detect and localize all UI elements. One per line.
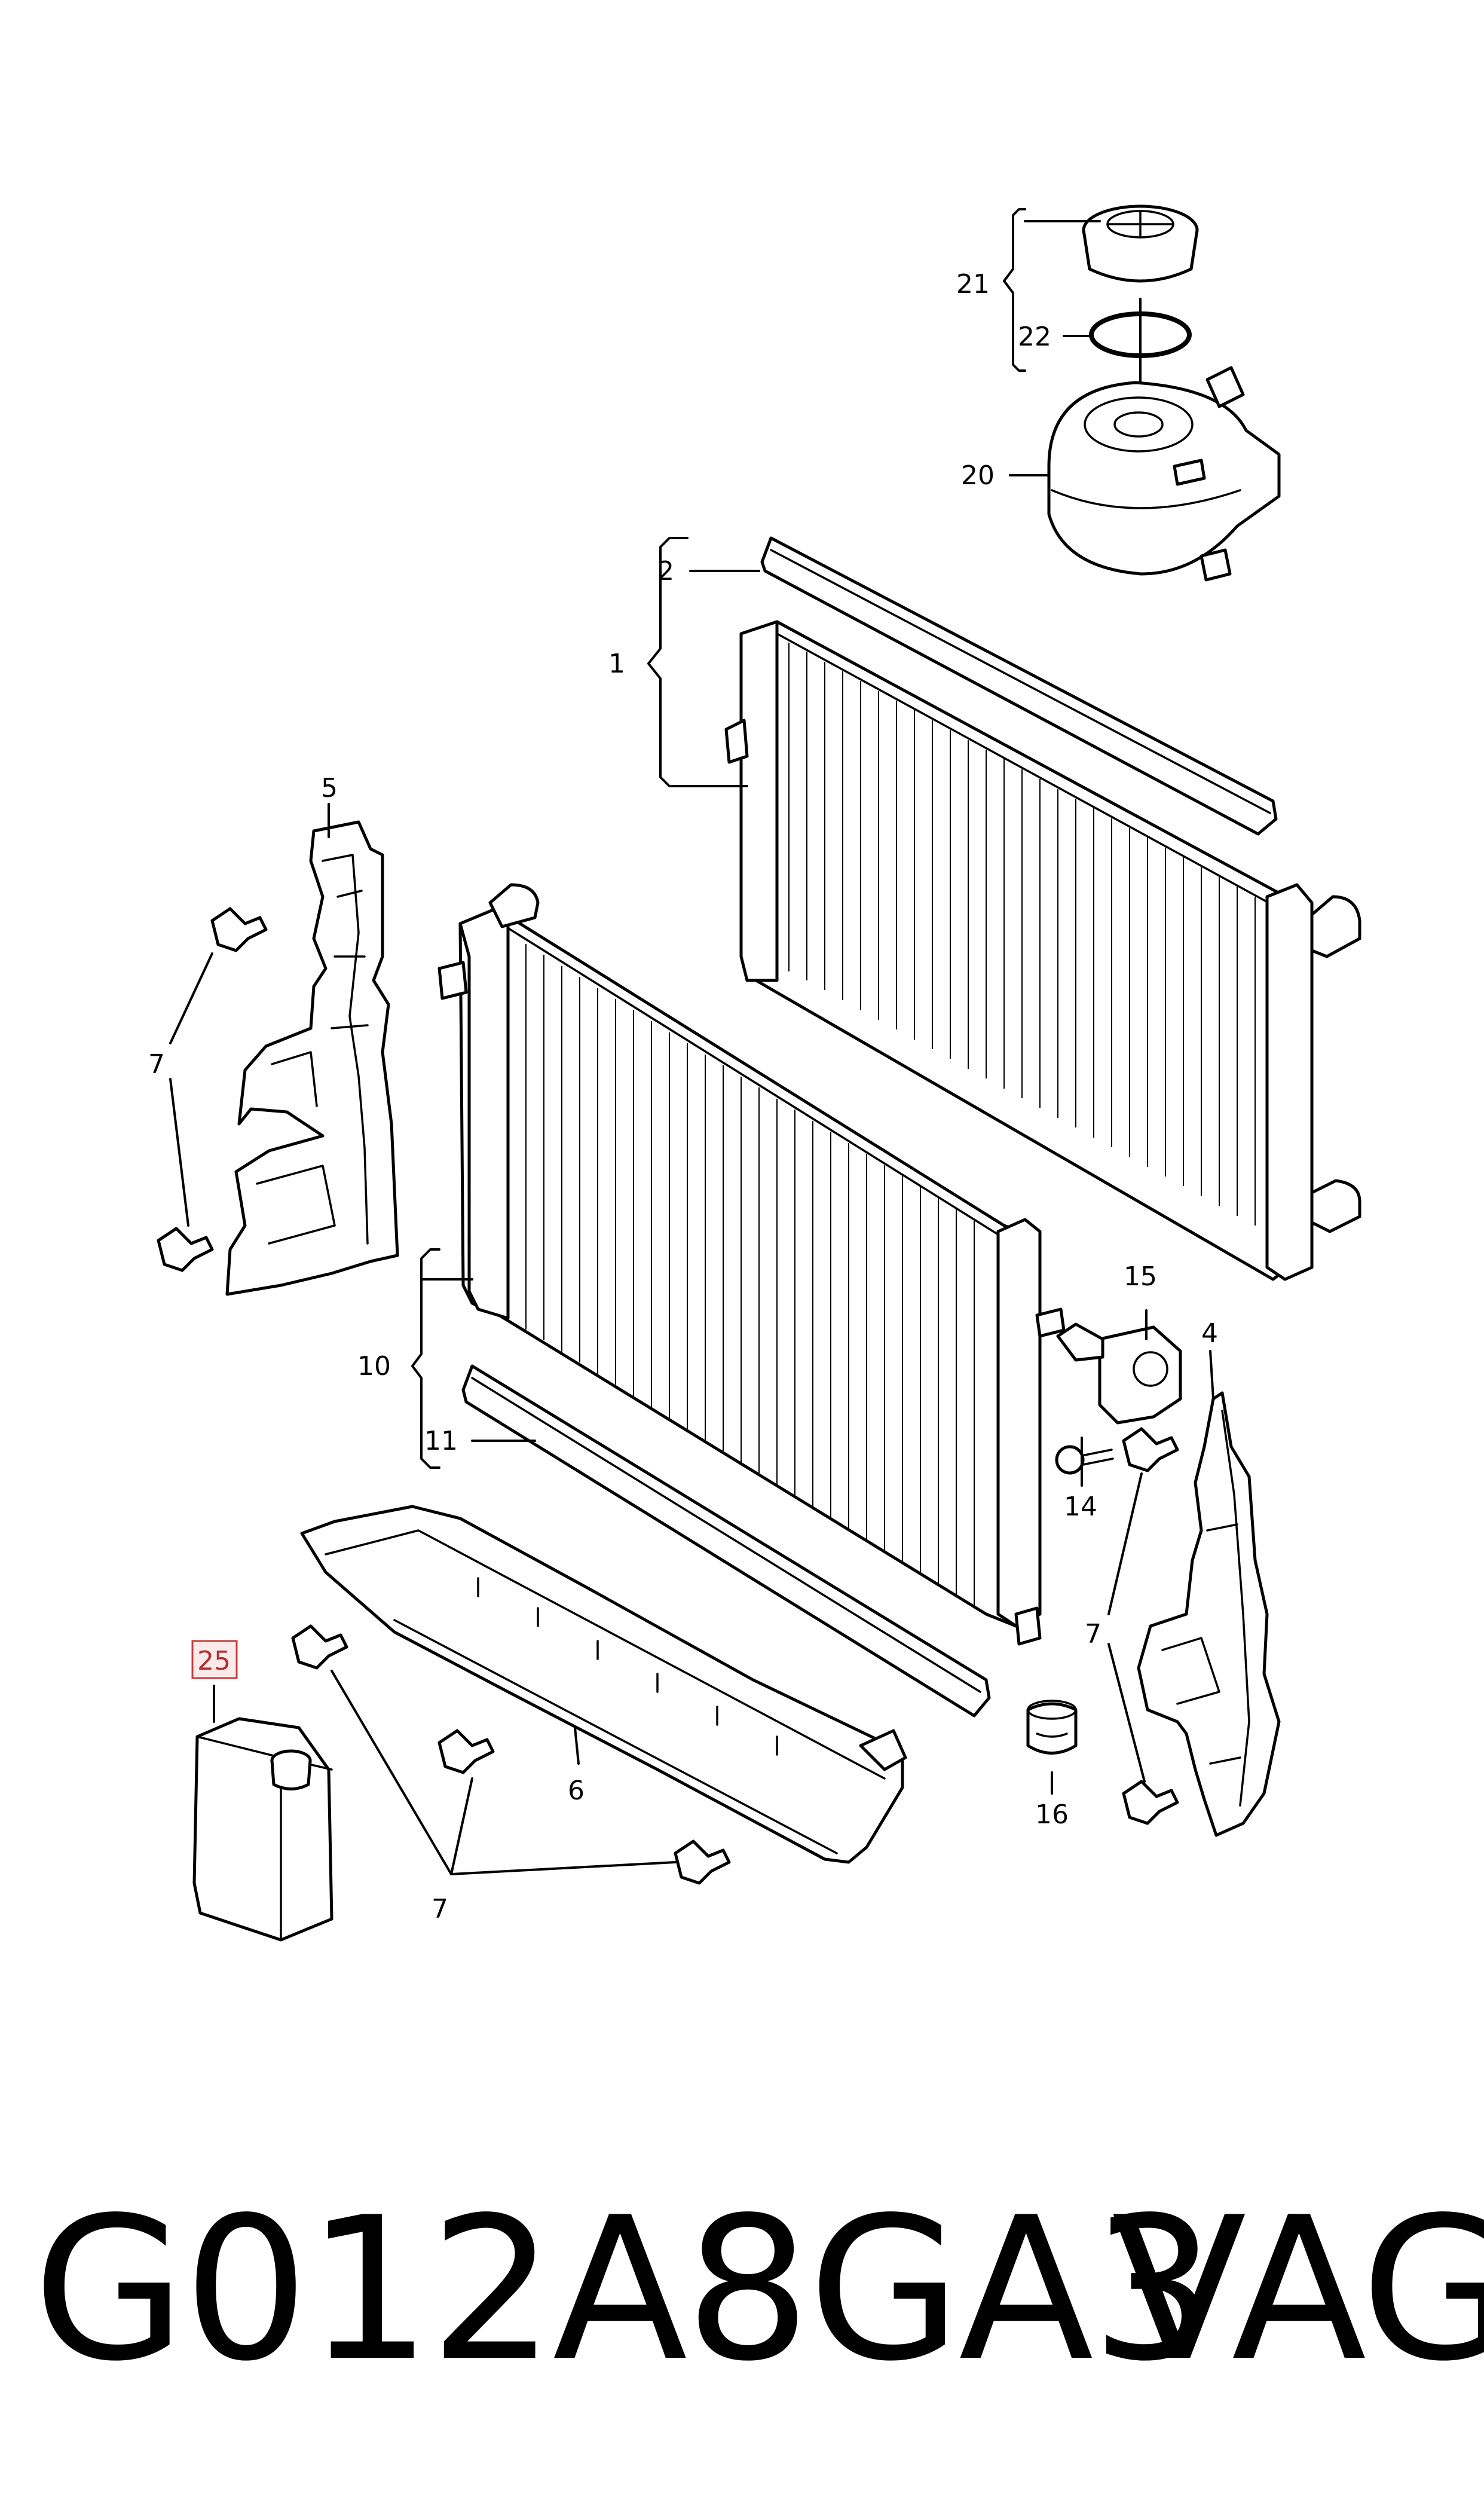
clip (437, 1729, 495, 1774)
rubber-bearing (1026, 1700, 1078, 1755)
callout-22: 22 (1018, 322, 1051, 352)
exploded-parts-diagram: 1 2 4 5 6 7 7 7 10 11 14 15 16 20 21 22 … (148, 204, 1361, 1942)
callout-11: 11 (424, 1426, 458, 1456)
mounting-bracket (1056, 1322, 1182, 1425)
lower-trim-strip (461, 1364, 991, 1718)
filler-cap (1082, 204, 1199, 283)
coolant-canister (192, 1717, 333, 1942)
tank-leaders (1003, 208, 1142, 476)
callout-7-right: 7 (1085, 1619, 1101, 1649)
callout-box-highlight (191, 1640, 238, 1679)
brand-name: VAG (1112, 2175, 1484, 2404)
callout-14: 14 (1064, 1492, 1097, 1522)
callout-15: 15 (1124, 1261, 1157, 1292)
clip (1122, 1427, 1179, 1472)
callout-5: 5 (321, 773, 338, 803)
callout-20: 20 (961, 460, 995, 491)
callout-10: 10 (357, 1351, 391, 1382)
callout-25: 25 (197, 1646, 231, 1676)
expansion-tank (1047, 366, 1281, 582)
footer: G012A8GA3 VAG (0, 2170, 1484, 2409)
clips (157, 907, 1179, 1885)
clip (674, 1839, 731, 1885)
callout-7-bottom: 7 (432, 1894, 448, 1924)
clip (210, 907, 268, 952)
callout-21: 21 (956, 269, 990, 300)
clip-leaders (169, 803, 1214, 1875)
callout-6: 6 (568, 1776, 585, 1806)
air-guide (300, 1505, 907, 1864)
radiator-leaders (647, 537, 760, 787)
bracket-leaders (1051, 1309, 1148, 1795)
clip (291, 1624, 348, 1670)
callout-7-left: 7 (148, 1049, 165, 1080)
clip (157, 1227, 214, 1272)
main-radiator-leaders (411, 1248, 536, 1469)
air-duct-left (225, 820, 399, 1296)
clip (1122, 1780, 1179, 1825)
callout-4: 4 (1201, 1318, 1218, 1349)
callout-16: 16 (1035, 1799, 1069, 1830)
radiator-large (724, 620, 1361, 1281)
radiator-main (437, 883, 1066, 1646)
callout-1: 1 (608, 649, 625, 679)
trim-strip (760, 536, 1278, 836)
part-code: G012A8GA3 (33, 2175, 1217, 2404)
bolt (1055, 1445, 1114, 1475)
air-duct-right (1137, 1391, 1281, 1837)
callout-2: 2 (657, 556, 674, 586)
